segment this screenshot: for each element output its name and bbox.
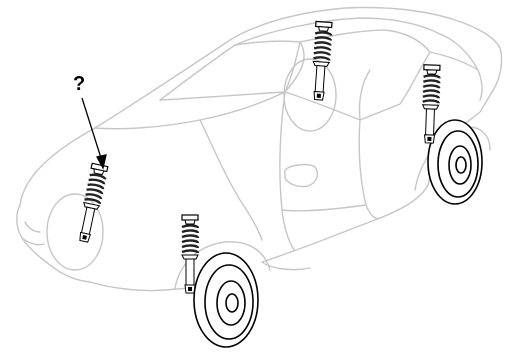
rear-near-wheel [428,120,482,204]
strut-front-right [311,21,332,100]
callout-question-mark: ? [73,74,85,94]
front-near-wheel [194,253,258,347]
